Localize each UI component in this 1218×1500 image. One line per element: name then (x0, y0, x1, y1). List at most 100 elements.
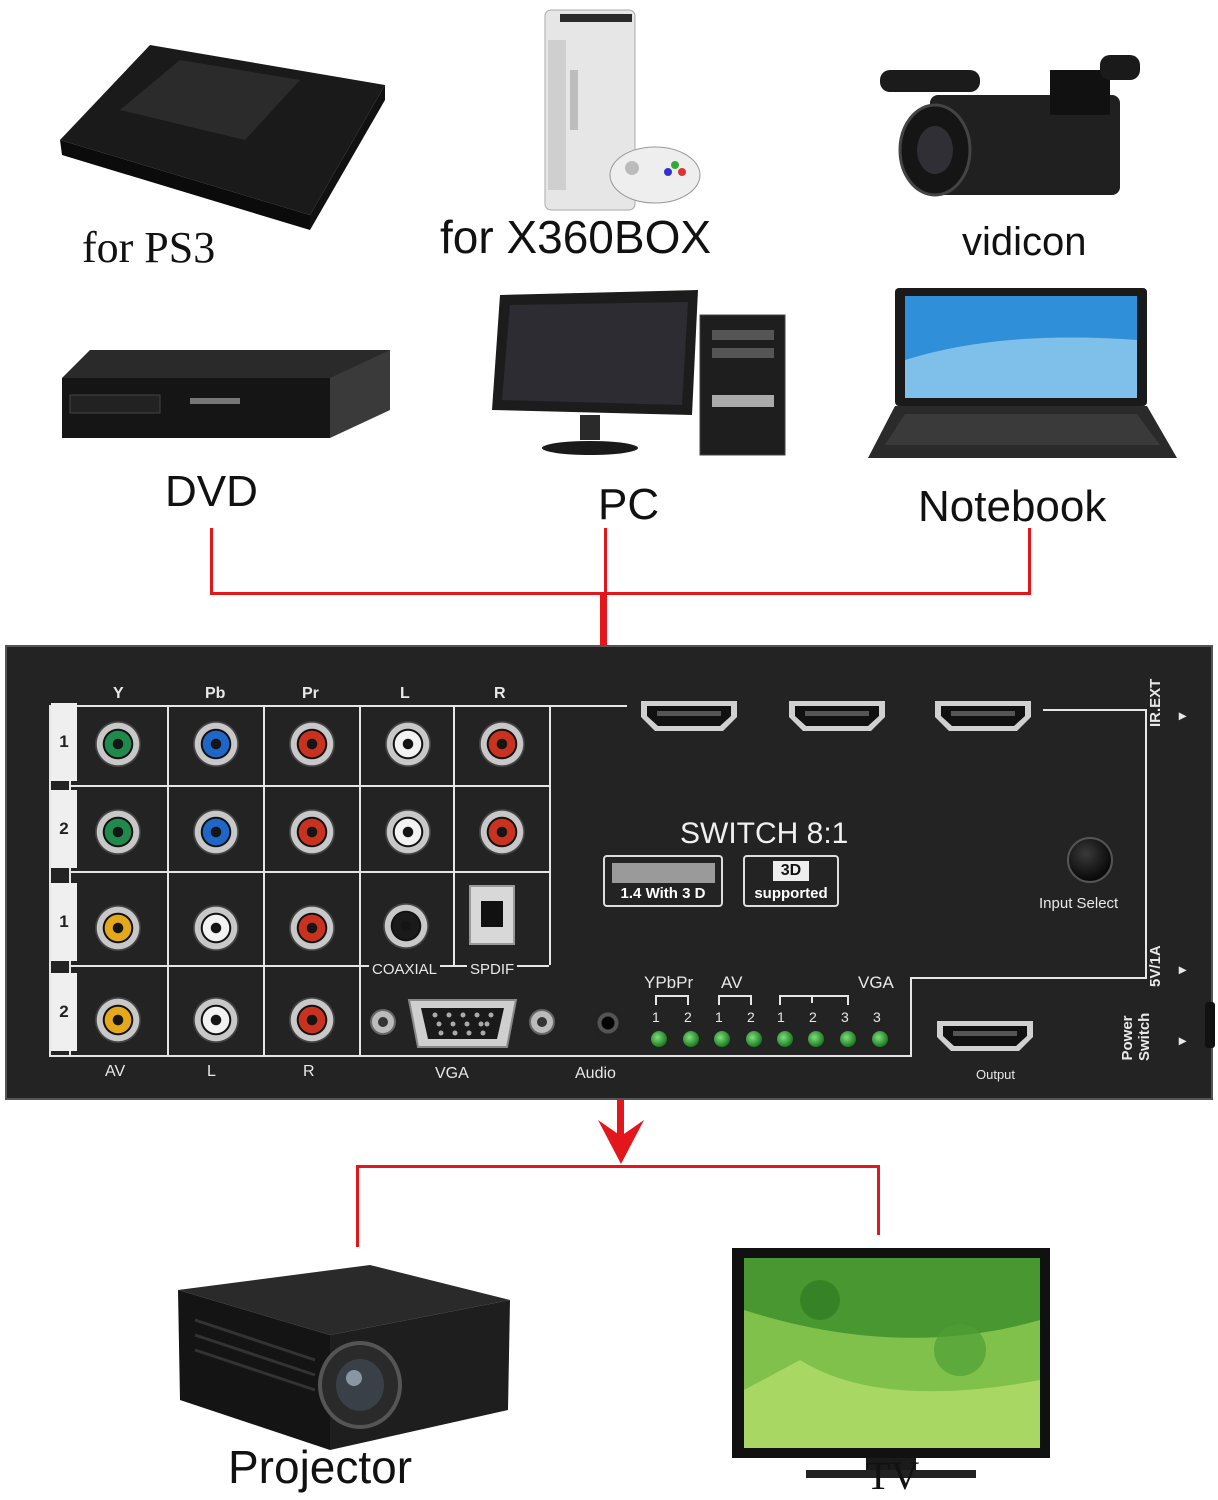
label-power-switch: Power Switch (1119, 1012, 1153, 1061)
hdmi-input-port-1[interactable] (639, 699, 739, 733)
label-projector: Projector (228, 1441, 413, 1493)
wire (49, 1055, 639, 1057)
spdif-port-opening (481, 901, 503, 927)
led-number: 2 (809, 1009, 817, 1025)
tv-icon (732, 1248, 1050, 1478)
wire (167, 705, 169, 1055)
led-bracket (718, 995, 752, 1005)
label-output: Output (976, 1067, 1016, 1082)
wire (910, 977, 1147, 979)
hdmi-input-port-3[interactable] (933, 699, 1033, 733)
arrow-down-icon (598, 1120, 644, 1164)
jack-av-video-2[interactable] (95, 997, 141, 1043)
label-notebook: Notebook (918, 482, 1107, 531)
led-hdmi-3 (872, 1031, 888, 1047)
jack-l-1[interactable] (385, 721, 431, 767)
wire (359, 965, 549, 967)
spdif-port[interactable] (469, 885, 515, 945)
label-ps3: for PS3 (82, 223, 216, 272)
label-pc: PC (598, 480, 660, 529)
wire (549, 705, 551, 965)
led-number: 3 (841, 1009, 849, 1025)
switch-title: SWITCH 8:1 (680, 817, 849, 850)
projector-icon (178, 1265, 510, 1450)
hdmi-output-port[interactable] (935, 1019, 1035, 1053)
camcorder-icon (880, 55, 1140, 197)
connector-line-pc (604, 528, 607, 594)
connector-line-projector (356, 1165, 359, 1247)
led-vga-2 (808, 1031, 824, 1047)
wire (549, 705, 627, 707)
led-vga-1 (777, 1031, 793, 1047)
jack-r-1[interactable] (479, 721, 525, 767)
power-switch-knob[interactable] (1205, 1002, 1215, 1048)
jack-l-2[interactable] (385, 809, 431, 855)
label-r-bottom: R (303, 1063, 315, 1080)
led-number: 1 (652, 1009, 660, 1025)
wire (49, 705, 51, 1055)
label-ir-ext: IR.EXT (1147, 678, 1164, 727)
badge-3d-bottom: supported (754, 885, 828, 902)
led-number: 2 (747, 1009, 755, 1025)
wire (910, 977, 912, 1057)
wire (69, 785, 549, 787)
input-select-button[interactable] (1067, 837, 1113, 883)
arrow-power-switch-icon: ▸ (1179, 1032, 1187, 1048)
audio-jack[interactable] (592, 1007, 624, 1039)
led-group-av: AV (721, 973, 743, 992)
badge-3d: 3D supported (743, 855, 839, 907)
badge-hdmi-text: 1.4 With 3 D (620, 885, 706, 902)
led-number: 2 (684, 1009, 692, 1025)
header-y: Y (113, 685, 124, 702)
label-av: AV (105, 1063, 126, 1080)
hdmi-input-port-2[interactable] (787, 699, 887, 733)
switch-panel: Y Pb Pr L R 1 2 1 2 COAXIAL SPDIF (5, 645, 1215, 1100)
jack-y-1[interactable] (95, 721, 141, 767)
jack-pb-1[interactable] (193, 721, 239, 767)
jack-pr-1[interactable] (289, 721, 335, 767)
vga-port[interactable] (365, 992, 560, 1054)
header-pr: Pr (302, 685, 319, 702)
wire (263, 705, 265, 1055)
pc-icon (492, 290, 786, 456)
connector-line-tv (877, 1165, 880, 1235)
led-bracket (655, 995, 689, 1005)
label-l-bottom: L (207, 1063, 216, 1080)
wire (1043, 709, 1147, 711)
jack-av-l-1[interactable] (193, 905, 239, 951)
connector-line-to-switch (600, 594, 607, 646)
jack-y-2[interactable] (95, 809, 141, 855)
label-power-rating: 5V/1A (1147, 945, 1164, 987)
jack-av-r-2[interactable] (289, 997, 335, 1043)
wire (453, 705, 455, 965)
ps3-icon (60, 45, 385, 230)
header-r: R (494, 685, 506, 702)
jack-av-video-1[interactable] (95, 905, 141, 951)
badge-hdmi: 1.4 With 3 D (603, 855, 723, 907)
wire (69, 705, 71, 1055)
jack-pr-2[interactable] (289, 809, 335, 855)
label-vga: VGA (435, 1065, 469, 1082)
input-devices-illustrations (60, 9, 1177, 458)
jack-av-r-1[interactable] (289, 905, 335, 951)
jack-coaxial[interactable] (383, 903, 429, 949)
label-audio: Audio (575, 1065, 616, 1082)
led-number: 3 (873, 1009, 881, 1025)
led-bracket (779, 995, 849, 1005)
arrow-ir-ext-icon: ▸ (1179, 707, 1187, 723)
arrow-power-rating-icon: ▸ (1179, 961, 1187, 977)
row-number-av-1: 1 (51, 883, 77, 961)
wire (49, 705, 549, 707)
notebook-icon (868, 288, 1177, 458)
label-dvd: DVD (165, 467, 258, 516)
jack-r-2[interactable] (479, 809, 525, 855)
badge-hdmi-logo-bar (612, 863, 715, 883)
led-bracket (811, 995, 813, 1003)
jack-av-l-2[interactable] (193, 997, 239, 1043)
label-tv: TV (866, 1453, 920, 1498)
wire (69, 965, 359, 967)
label-vidicon: vidicon (962, 220, 1087, 264)
jack-pb-2[interactable] (193, 809, 239, 855)
wire (69, 871, 549, 873)
row-number-component-2: 2 (51, 790, 77, 868)
